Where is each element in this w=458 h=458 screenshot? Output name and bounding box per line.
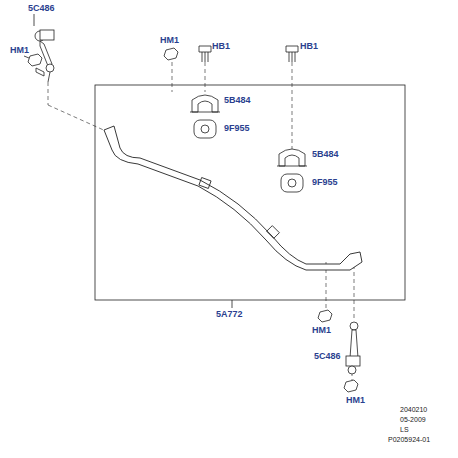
callout-number: 5A772 [216, 310, 243, 319]
stabilizer-link [346, 322, 360, 374]
stabilizer-link [34, 14, 54, 82]
callout-number: 9F955 [224, 124, 250, 133]
callout-number: 5B484 [312, 150, 339, 159]
drawing-note: 05-2009 [400, 416, 426, 423]
nut [344, 380, 358, 392]
drawing-note: LS [400, 426, 409, 433]
callout-number: 5C486 [314, 352, 341, 361]
bushing [194, 120, 216, 138]
callout-number: HB1 [300, 42, 318, 51]
dashed-leaders [48, 62, 354, 380]
callout-number: HB1 [212, 42, 230, 51]
group-frame [95, 85, 405, 300]
callout-number: HM1 [346, 396, 365, 405]
callout-number: HM1 [10, 46, 29, 55]
bolt [286, 46, 298, 62]
leader-line [232, 300, 233, 308]
bushing-bracket [277, 149, 307, 166]
nut [24, 54, 42, 66]
callout-number: 5C486 [28, 4, 55, 13]
nut [318, 310, 332, 322]
stabilizer-bar [104, 126, 362, 270]
drawing-note: 2040210 [400, 406, 427, 413]
drawing-note: P0205924-01 [388, 436, 430, 443]
bushing-bracket [190, 95, 220, 112]
callout-number: 9F955 [312, 178, 338, 187]
bolt [199, 46, 211, 62]
bushing [281, 174, 303, 192]
callout-number: 5B484 [224, 96, 251, 105]
callout-number: HM1 [312, 326, 331, 335]
nut [164, 48, 178, 60]
callout-number: HM1 [160, 36, 179, 45]
